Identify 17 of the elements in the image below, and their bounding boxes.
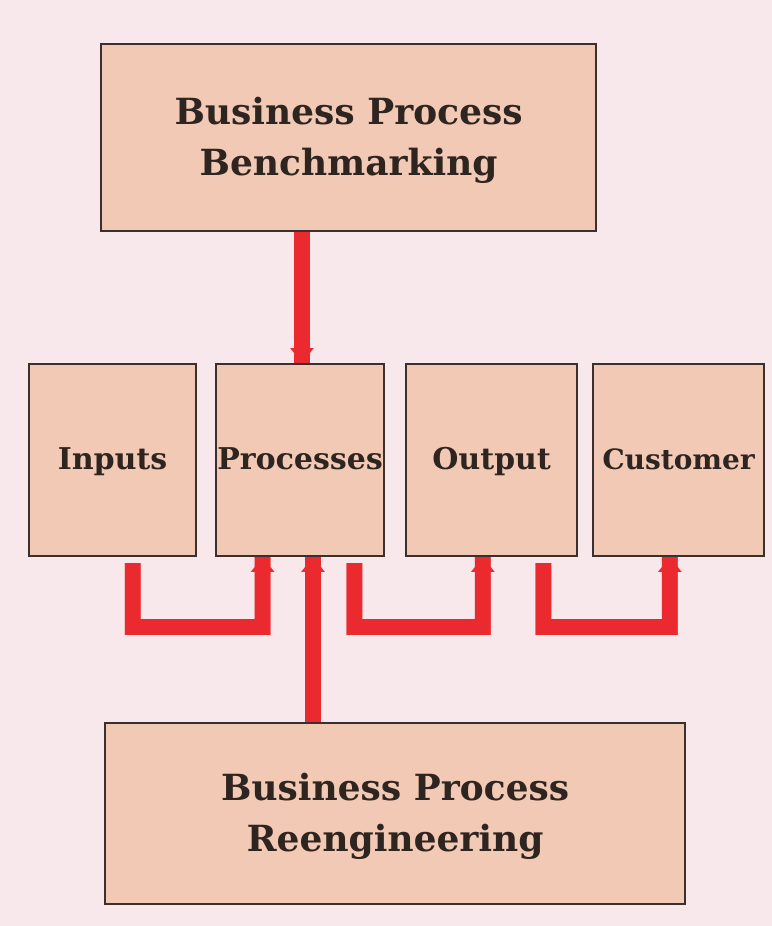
- box-label: Business Process Benchmarking: [173, 90, 524, 186]
- box-label: Inputs: [58, 441, 168, 479]
- box-label: Output: [432, 441, 551, 479]
- arrow: [290, 232, 314, 363]
- arrow: [124, 557, 275, 635]
- box-label: Customer: [602, 442, 755, 478]
- process-box: [592, 363, 765, 557]
- box-label: Processes: [217, 441, 383, 479]
- process-box: [405, 363, 578, 557]
- process-box: [104, 722, 686, 905]
- arrow: [346, 557, 495, 635]
- arrow: [535, 557, 682, 635]
- process-box: [215, 363, 385, 557]
- box-label: Business Process Reengineering: [220, 766, 570, 862]
- process-box: [28, 363, 197, 557]
- arrow: [301, 557, 325, 722]
- process-box: [100, 43, 597, 232]
